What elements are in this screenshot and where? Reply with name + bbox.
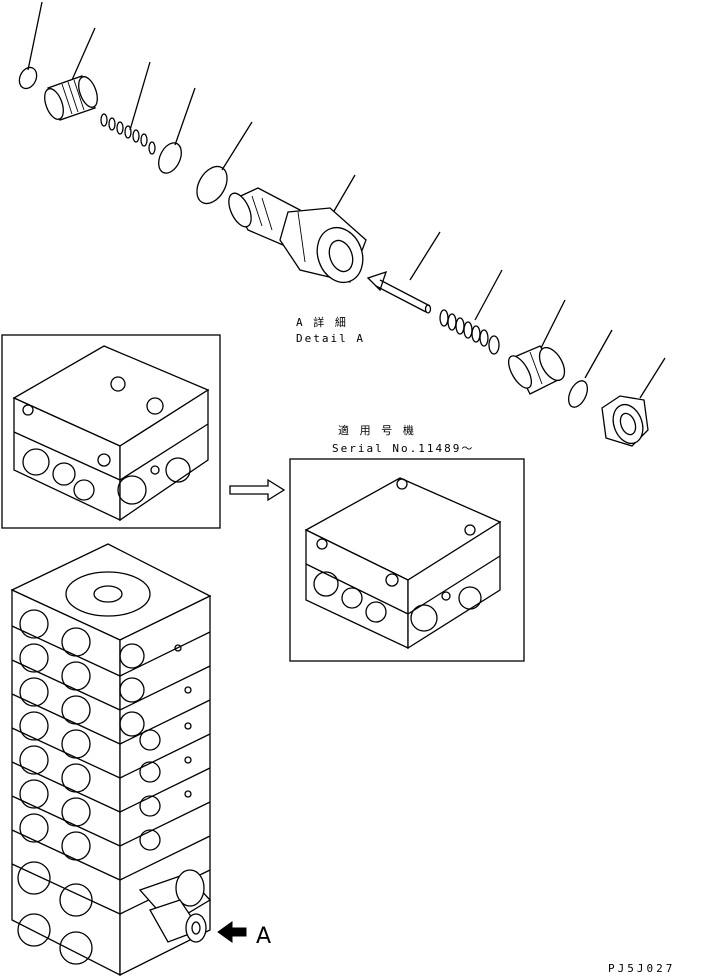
plug-part <box>507 345 566 395</box>
left-view-frame <box>1 334 221 529</box>
leader-lines <box>27 1 666 399</box>
o-ring-plug <box>567 380 589 408</box>
o-ring-large <box>196 165 228 205</box>
sleeve-part <box>44 75 98 121</box>
transition-arrow <box>229 478 286 502</box>
relief-valve-assembly <box>138 869 212 943</box>
valve-body-part <box>228 187 367 284</box>
o-ring-small <box>18 66 38 90</box>
serial-note-title-jp: 適 用 号 機 <box>338 424 416 437</box>
right-view-frame <box>289 458 525 662</box>
nut-part <box>601 395 649 447</box>
view-a-label: A <box>256 924 272 949</box>
o-ring-medium <box>158 142 182 174</box>
serial-note-serial: Serial No.11489～ <box>332 442 475 455</box>
control-valve-stack <box>10 543 212 977</box>
right-view-block <box>304 477 502 650</box>
view-a-arrow-icon <box>217 921 247 943</box>
left-view-block <box>12 345 210 522</box>
drawing-code: PJ5J027 <box>608 962 676 975</box>
spring-small <box>100 113 156 155</box>
pin-part <box>366 270 432 314</box>
detail-a-title-en: Detail A <box>296 332 365 345</box>
spring-large <box>439 309 500 355</box>
stack-port-circles <box>17 609 192 965</box>
detail-a-parts <box>18 1 666 447</box>
detail-a-title-jp: A 詳 細 <box>296 316 348 329</box>
